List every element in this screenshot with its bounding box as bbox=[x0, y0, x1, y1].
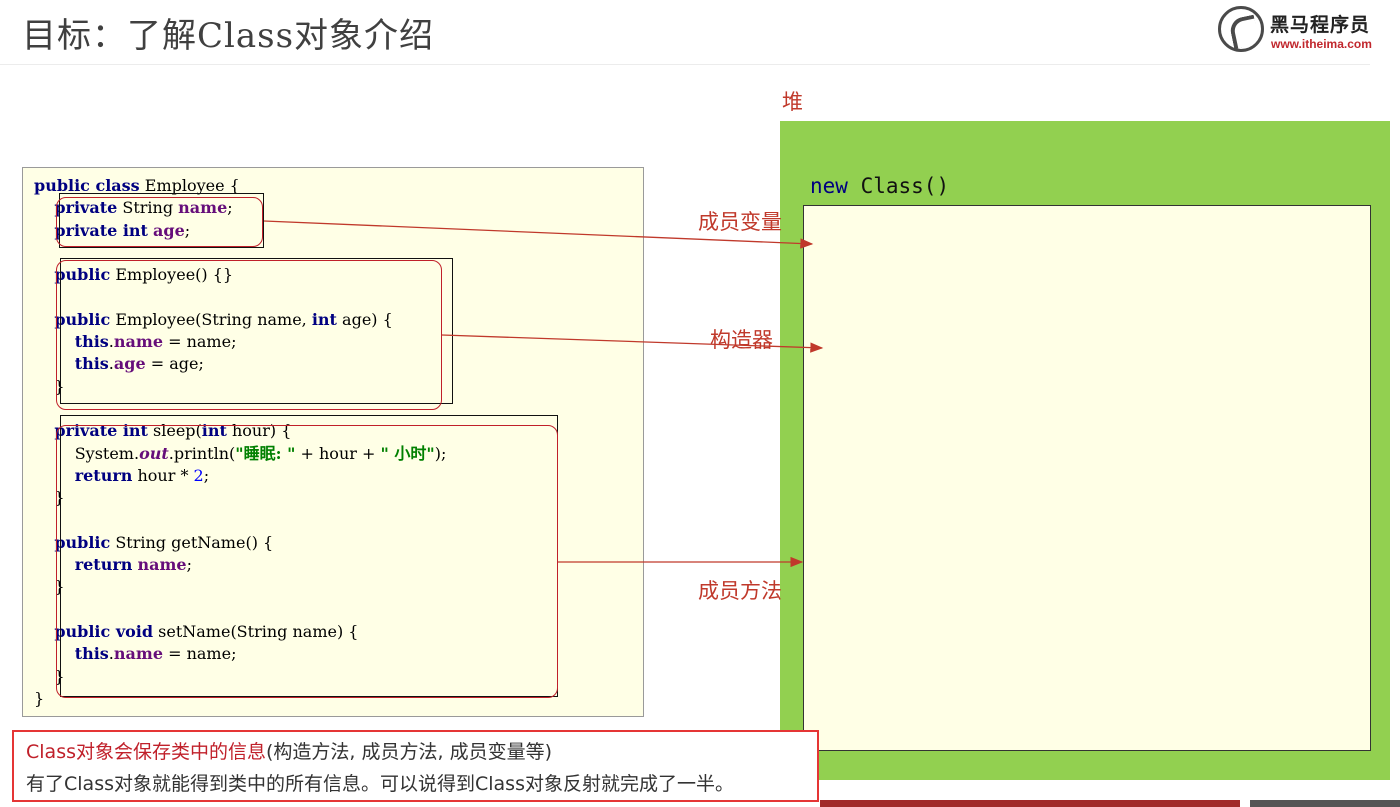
code-line: public class Employee { bbox=[34, 176, 240, 195]
constructors-box bbox=[60, 258, 453, 404]
itheima-logo: 黑马程序员 www.itheima.com bbox=[1218, 6, 1378, 56]
methods-annotation: 成员方法 bbox=[698, 579, 782, 603]
summary-box: Class对象会保存类中的信息(构造方法, 成员方法, 成员变量等) 有了Cla… bbox=[12, 730, 819, 802]
code-line: } bbox=[34, 376, 65, 396]
employee-source-code: public class Employee { private String n… bbox=[34, 175, 446, 710]
fields-annotation: 成员变量 bbox=[698, 210, 782, 234]
new-keyword: new bbox=[810, 174, 848, 198]
fields-arrow bbox=[263, 220, 814, 249]
code-line: private int sleep(int hour) { bbox=[54, 421, 292, 441]
logo-name: 黑马程序员 bbox=[1270, 14, 1371, 36]
slide-title: 目标：了解Class对象介绍 bbox=[22, 16, 435, 56]
code-line: } bbox=[34, 488, 65, 508]
code-line: private int age; bbox=[54, 220, 191, 240]
footer-bar-red bbox=[820, 800, 1240, 807]
constructors-annotation: 构造器 bbox=[710, 328, 773, 352]
code-line: this.name = name; bbox=[74, 644, 237, 664]
summary-highlight: Class对象会保存类中的信息 bbox=[26, 741, 266, 763]
horse-logo-icon bbox=[1218, 6, 1264, 52]
code-line: public Employee() {} bbox=[54, 265, 234, 285]
title-divider bbox=[0, 64, 1370, 65]
code-line: } bbox=[34, 666, 65, 686]
code-line: private String name; bbox=[54, 198, 233, 218]
summary-detail: (构造方法, 成员方法, 成员变量等) bbox=[266, 741, 552, 763]
constructors-highlight bbox=[56, 260, 442, 410]
fields-highlight bbox=[56, 197, 263, 247]
footer-bar-grey bbox=[1250, 800, 1400, 807]
heap-label: 堆 bbox=[782, 90, 803, 114]
class-object-label: new Class() bbox=[810, 174, 949, 198]
summary-line-2: 有了Class对象就能得到类中的所有信息。可以说得到Class对象反射就完成了一… bbox=[26, 773, 734, 795]
methods-highlight bbox=[56, 425, 558, 698]
code-line: } bbox=[34, 688, 45, 708]
constructors-arrow bbox=[441, 334, 824, 353]
code-line: public String getName() { bbox=[54, 532, 274, 552]
code-line: public Employee(String name, int age) { bbox=[54, 309, 393, 329]
code-line: this.age = age; bbox=[74, 354, 204, 374]
logo-url: www.itheima.com bbox=[1271, 37, 1372, 51]
class-object-box bbox=[803, 205, 1371, 751]
code-line: System.out.println("睡眠: " + hour + " 小时"… bbox=[34, 443, 447, 463]
code-line: public void setName(String name) { bbox=[54, 621, 359, 641]
fields-box bbox=[59, 193, 264, 248]
class-constructor-call: Class() bbox=[847, 174, 950, 198]
code-line: return name; bbox=[74, 555, 192, 575]
code-line: } bbox=[34, 577, 65, 597]
summary-line-1: Class对象会保存类中的信息(构造方法, 成员方法, 成员变量等) bbox=[26, 737, 552, 764]
code-line: return hour * 2; bbox=[74, 465, 210, 485]
code-line: this.name = name; bbox=[74, 332, 237, 352]
